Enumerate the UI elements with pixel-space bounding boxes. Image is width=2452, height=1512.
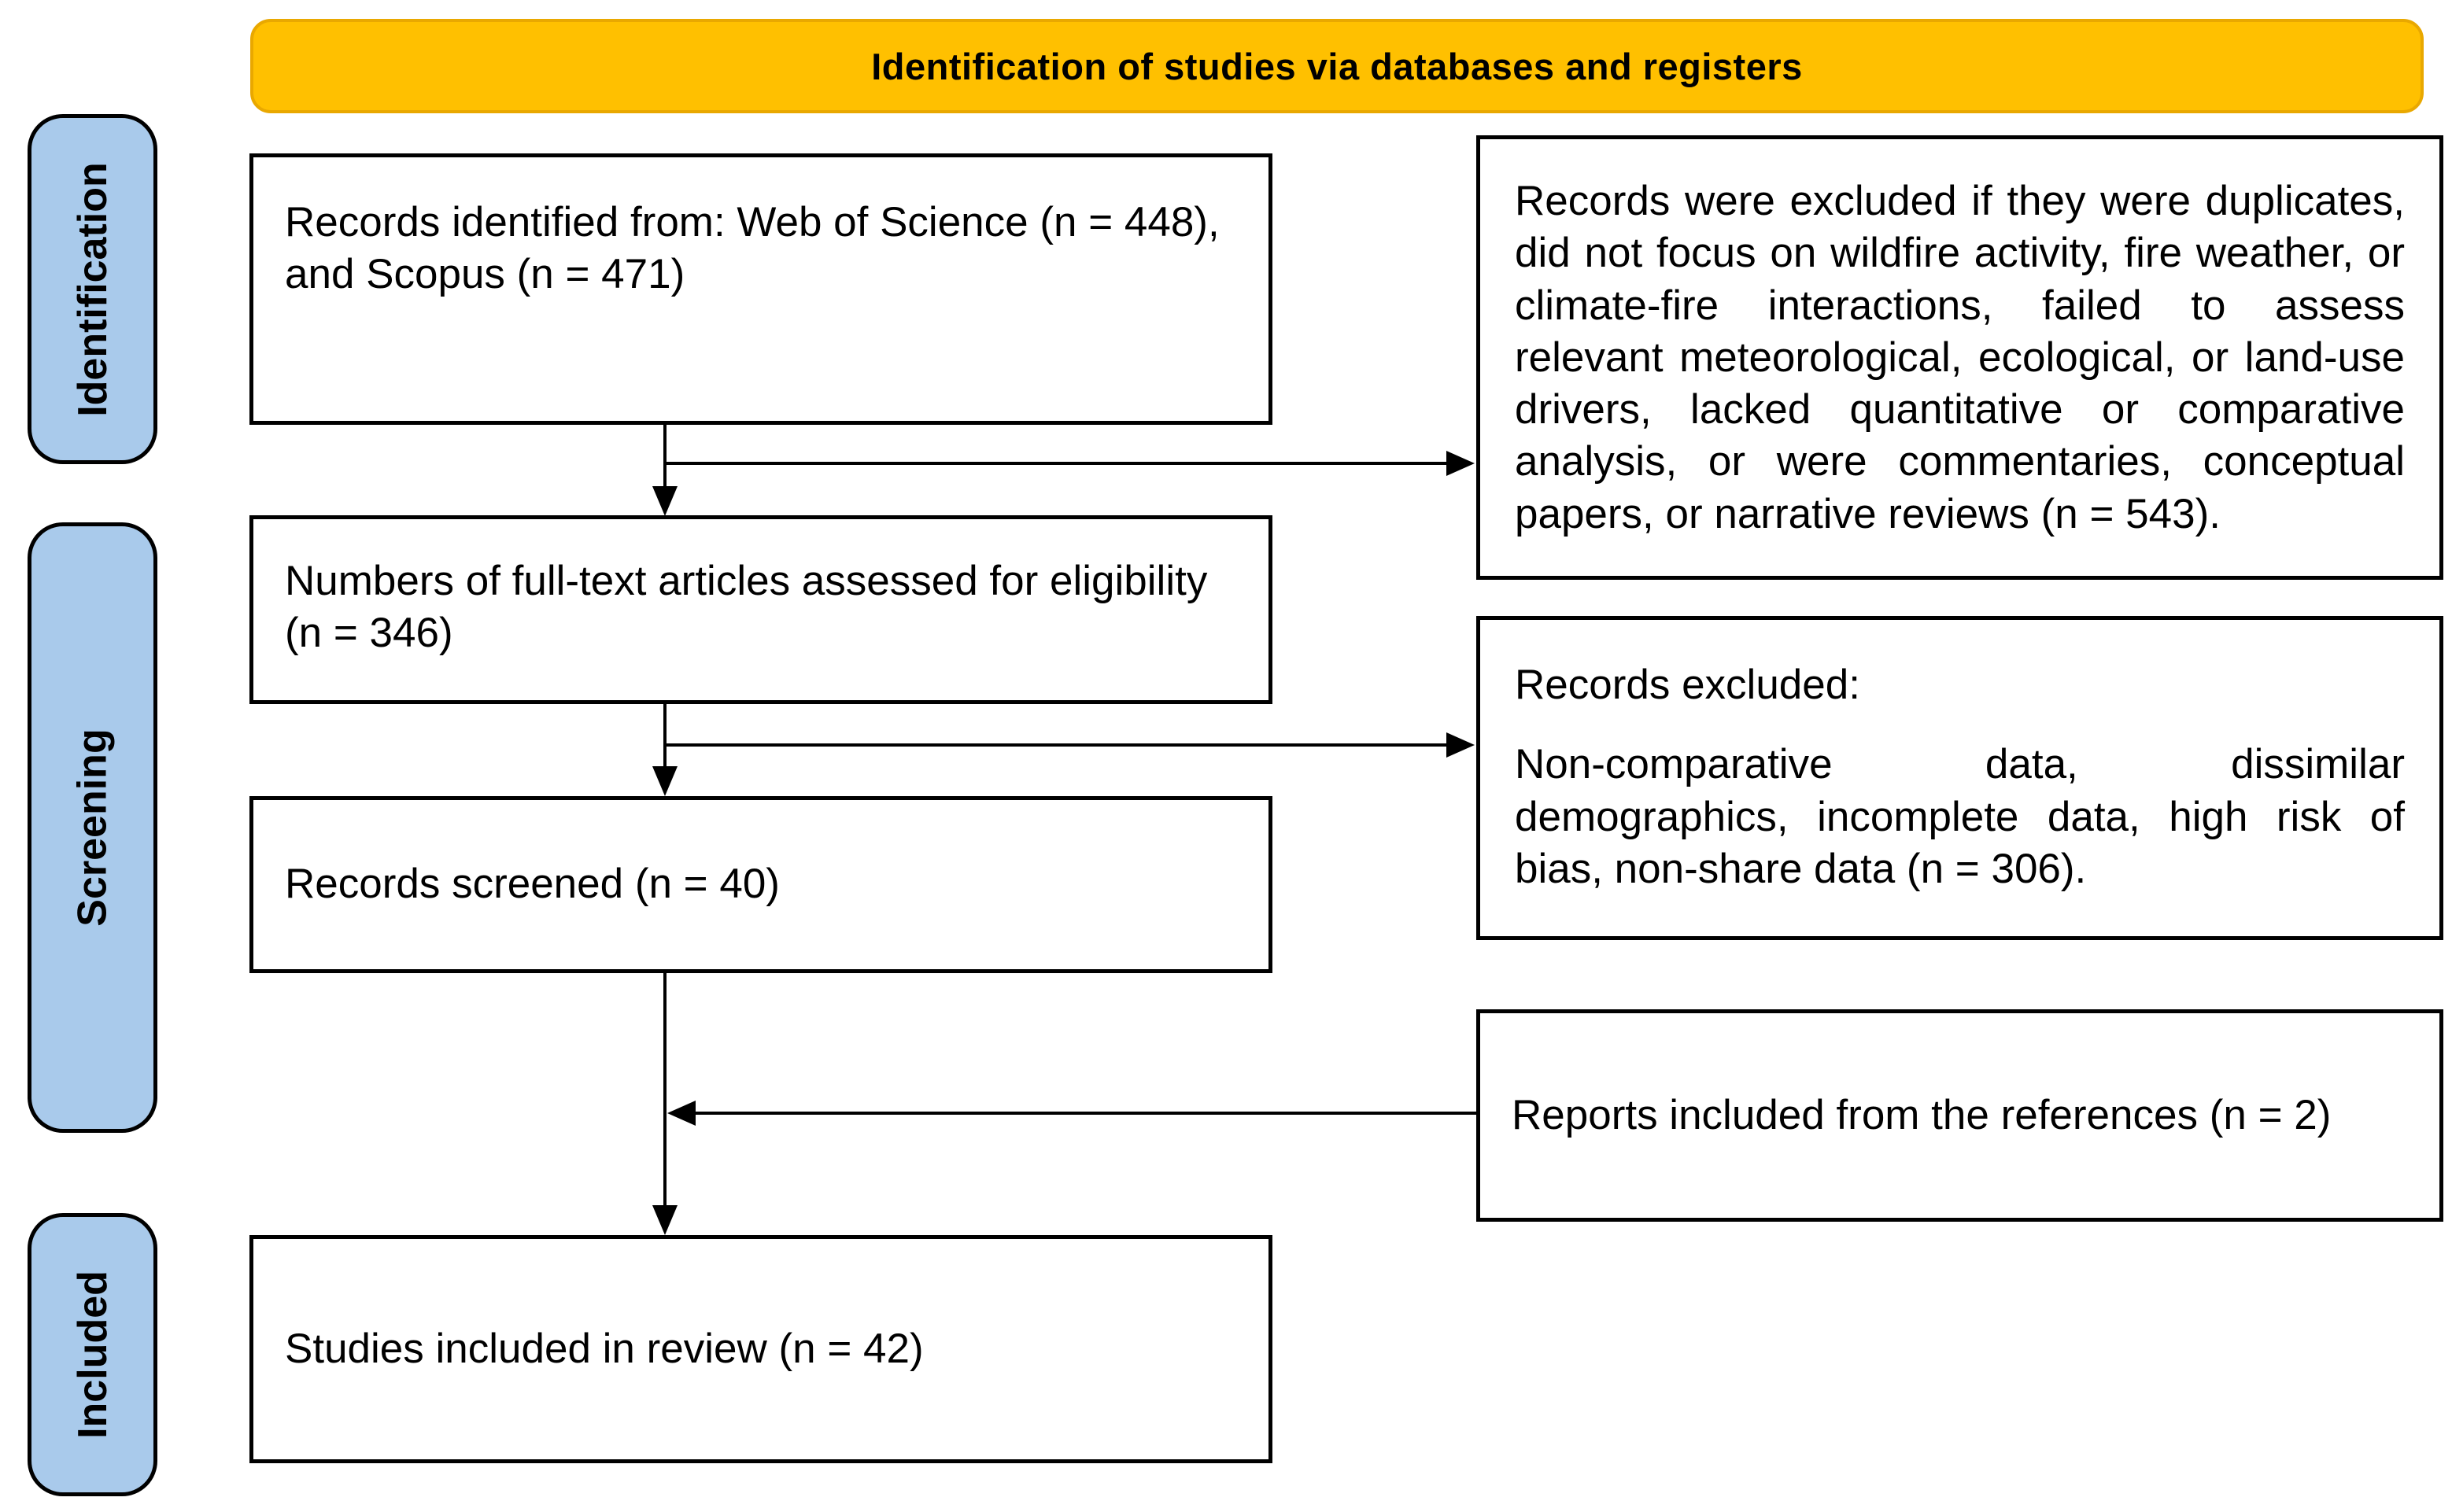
box-studies-included: Studies included in review (n = 42) (249, 1235, 1272, 1463)
box-fulltext-assessed-text: Numbers of full-text articles assessed f… (285, 558, 1208, 657)
arrow-screened-to-included (652, 973, 678, 1235)
arrow-identified-to-excluded (665, 451, 1475, 476)
box-studies-included-text: Studies included in review (n = 42) (285, 1325, 924, 1372)
stage-label-included: Included (28, 1213, 157, 1496)
box-reports-references-text: Reports included from the references (n … (1512, 1091, 2332, 1138)
stage-label-screening: Screening (28, 522, 157, 1133)
box-records-screened: Records screened (n = 40) (249, 796, 1272, 973)
box-records-excluded-title: Records excluded: (1515, 662, 1860, 708)
arrow-identified-to-fulltext (652, 425, 678, 516)
arrow-fulltext-to-records-excluded (665, 732, 1475, 758)
arrow-references-to-flow (667, 1101, 1478, 1126)
stage-label-included-text: Included (69, 1270, 116, 1439)
box-records-identified: Records identified from: Web of Science … (249, 153, 1272, 425)
box-excluded-reasons: Records were excluded if they were dupli… (1476, 135, 2443, 580)
stage-label-identification: Identification (28, 114, 157, 464)
box-fulltext-assessed: Numbers of full-text articles assessed f… (249, 515, 1272, 704)
stage-label-screening-text: Screening (69, 728, 116, 927)
arrow-fulltext-to-screened (652, 704, 678, 796)
stage-label-identification-text: Identification (69, 161, 116, 417)
box-records-screened-text: Records screened (n = 40) (285, 861, 780, 908)
diagram-title: Identification of studies via databases … (871, 45, 1803, 87)
box-records-excluded: Records excluded: Non-comparative data, … (1476, 616, 2443, 940)
box-reports-references: Reports included from the references (n … (1476, 1009, 2443, 1222)
box-records-excluded-body: Non-comparative data, dissimilar demogra… (1515, 741, 2405, 892)
box-excluded-reasons-text: Records were excluded if they were dupli… (1515, 178, 2405, 537)
diagram-title-banner: Identification of studies via databases … (250, 19, 2424, 113)
box-records-identified-text: Records identified from: Web of Science … (285, 199, 1220, 298)
